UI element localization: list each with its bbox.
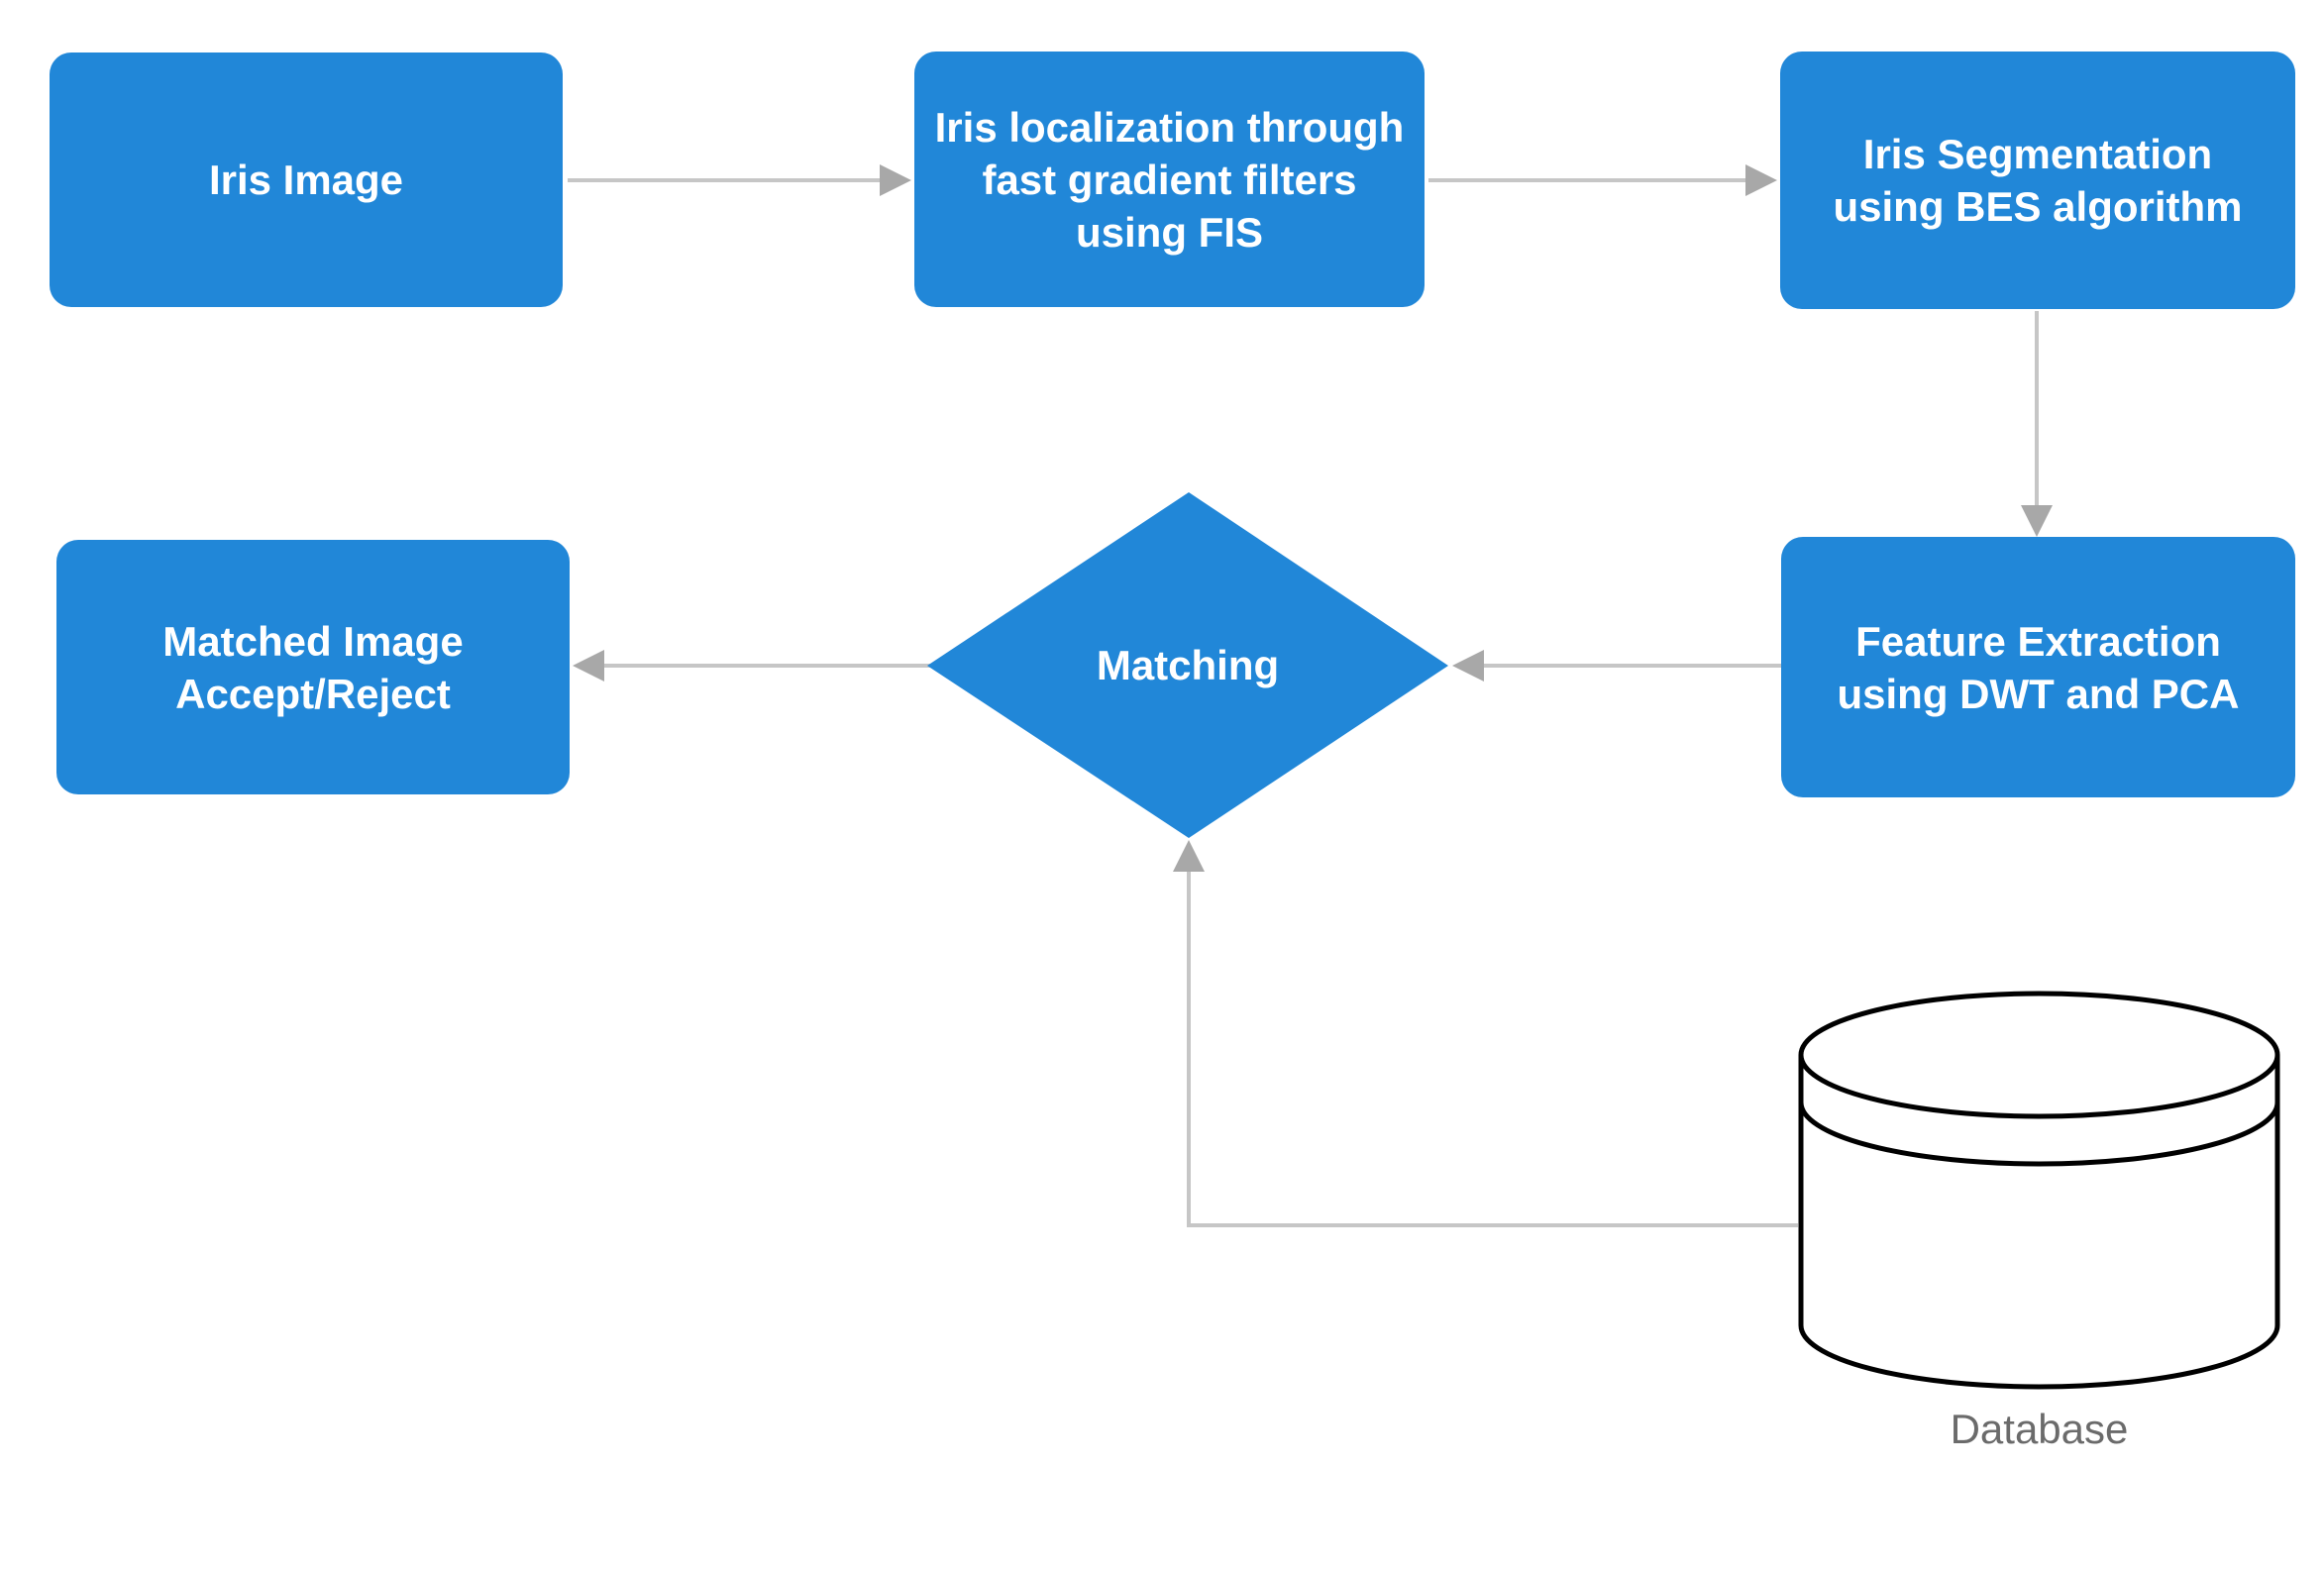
matching-diamond-shape xyxy=(927,492,1448,838)
node-label: Matching xyxy=(1096,641,1280,688)
arrowhead-up-icon xyxy=(1173,840,1205,872)
node-label: Iris Segmentation xyxy=(1862,131,2213,177)
database-cylinder-icon xyxy=(1798,991,2280,1390)
node-iris-segmentation: Iris Segmentation using BES algorithm xyxy=(1780,52,2295,309)
arrowhead-left-icon xyxy=(573,650,604,682)
node-iris-localization: Iris localization through fast gradient … xyxy=(914,52,1425,307)
arrowhead-right-icon xyxy=(1745,164,1777,196)
node-label: using BES algorithm xyxy=(1833,183,2243,230)
arrowhead-right-icon xyxy=(880,164,911,196)
node-label: using DWT and PCA xyxy=(1837,670,2240,717)
node-label: Accept/Reject xyxy=(175,670,451,717)
edge-featureextraction-to-matching xyxy=(1452,650,1781,682)
node-iris-image: Iris Image xyxy=(50,52,563,307)
node-label: using FIS xyxy=(1076,208,1263,256)
node-label: Matched Image xyxy=(162,617,464,665)
node-label: fast gradient filters xyxy=(982,156,1357,203)
edge-database-to-matching xyxy=(1173,840,1798,1227)
arrowhead-down-icon xyxy=(2021,505,2053,537)
edge-irisimage-to-localization xyxy=(568,164,911,196)
node-matching: Matching xyxy=(927,492,1448,838)
database-caption: Database xyxy=(1950,1406,2129,1452)
node-feature-extraction: Feature Extraction using DWT and PCA xyxy=(1781,537,2295,797)
edge-matching-to-matchedimage xyxy=(573,650,931,682)
arrowhead-left-icon xyxy=(1452,650,1484,682)
node-label: Feature Extraction xyxy=(1855,617,2221,665)
node-matched-image: Matched Image Accept/Reject xyxy=(56,540,570,794)
edge-segmentation-to-featureextraction xyxy=(2021,311,2053,537)
edge-localization-to-segmentation xyxy=(1428,164,1777,196)
node-label: Iris Image xyxy=(208,157,404,203)
node-label: Iris localization through xyxy=(934,103,1405,151)
